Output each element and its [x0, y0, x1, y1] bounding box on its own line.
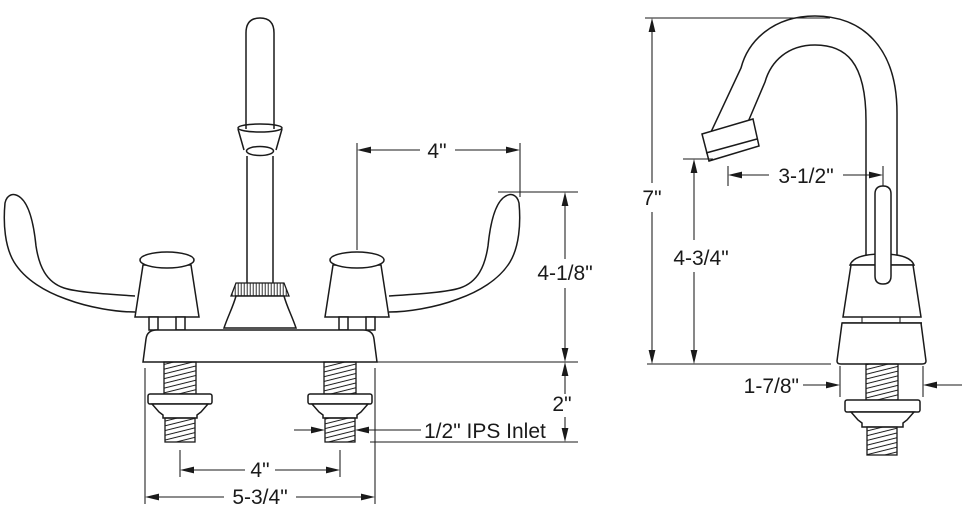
arrow-right	[326, 466, 340, 474]
spout-bell-base	[222, 295, 298, 329]
dim-label-spout-reach: 3-1/2"	[778, 165, 833, 188]
side-shank	[844, 363, 921, 456]
arrow-left	[180, 466, 194, 474]
shank-right-locknut	[307, 393, 373, 405]
aerator	[701, 118, 760, 162]
gooseneck-outer	[710, 15, 898, 263]
inlet-label: 1/2" IPS Inlet	[424, 420, 546, 443]
dim-outlet-height: 4-3/4"	[673, 158, 729, 364]
dim-label-shank-length: 2"	[552, 393, 571, 416]
body-upper	[842, 264, 922, 318]
handle-left-hub	[134, 264, 200, 318]
arrow-right	[311, 426, 325, 434]
gooseneck-inner	[747, 44, 867, 263]
side-shank-taper	[849, 411, 916, 428]
handle-right-wing	[388, 193, 521, 313]
handle-left	[3, 193, 200, 331]
aerator-rim	[705, 138, 758, 154]
shank-left-taper	[150, 403, 210, 419]
handle-left-foot	[148, 316, 159, 331]
arrow-up	[690, 159, 698, 173]
handle-right	[324, 193, 521, 331]
dim-handle-length: 4"	[356, 140, 521, 250]
body-base-cone	[836, 322, 927, 365]
dim-inlet-centers: 4"	[179, 450, 341, 482]
dim-shank-length: 2"	[552, 362, 572, 442]
dim-base-width: 5-3/4"	[144, 368, 376, 509]
shank-left-threads	[163, 361, 197, 395]
shank-left-locknut	[147, 393, 213, 405]
handle-left-wing	[3, 193, 136, 313]
dim-label-handle-length: 4"	[427, 140, 446, 163]
spout-collar-top	[237, 123, 283, 133]
arrow-down	[648, 350, 656, 364]
spout-collar-bottom	[245, 145, 275, 157]
spout-knurled-nut	[230, 282, 290, 297]
dim-label-inlet-centers: 4"	[250, 459, 269, 482]
shank-right	[307, 361, 373, 443]
lever-handle	[874, 185, 892, 285]
handle-right-foot	[338, 316, 349, 331]
arrow-left	[145, 493, 159, 501]
dim-label-height-above-deck: 4-1/8"	[537, 262, 592, 285]
spout-collar-sides	[237, 128, 283, 151]
arrow-right	[826, 381, 840, 389]
handle-left-cap	[139, 251, 195, 269]
dim-height-above-deck: 4-1/8"	[377, 191, 593, 363]
side-shank-threads	[865, 363, 899, 401]
arrow-right	[869, 171, 883, 179]
shank-right-taper	[310, 403, 370, 419]
dim-label-base-width: 5-3/4"	[232, 486, 287, 509]
dim-spout-reach: 3-1/2"	[727, 165, 884, 188]
arrow-left	[355, 426, 369, 434]
handle-right-foot	[365, 316, 376, 331]
dim-base-depth: 1-7/8"	[744, 366, 962, 398]
dimensions: 4" 4-1/8" 2" 1/2" IPS Inlet	[144, 17, 962, 509]
dim-label-outlet-height: 4-3/4"	[673, 247, 728, 270]
shank-left	[147, 361, 213, 443]
arrow-left	[923, 381, 937, 389]
side-shank-inlet	[866, 426, 898, 456]
arrow-right	[361, 493, 375, 501]
spout-upper-tube	[245, 17, 275, 129]
dim-overall-height: 7"	[642, 17, 830, 364]
handle-left-foot	[175, 316, 186, 331]
arrow-left	[357, 146, 371, 154]
dim-label-base-depth: 1-7/8"	[744, 375, 799, 398]
handle-right-cap	[329, 251, 385, 269]
shank-right-threads	[323, 361, 357, 395]
spout-lower-tube	[246, 156, 274, 283]
side-shank-locknut	[844, 399, 921, 413]
arrow-right	[506, 146, 520, 154]
arrow-down	[561, 428, 569, 442]
side-view	[647, 15, 927, 456]
arrow-down	[561, 348, 569, 362]
arrow-up	[561, 362, 569, 376]
arrow-down	[690, 350, 698, 364]
arrow-left	[728, 171, 742, 179]
dim-label-overall-height: 7"	[642, 187, 661, 210]
callout-ips-inlet: 1/2" IPS Inlet	[294, 420, 578, 443]
front-view	[3, 17, 521, 443]
spout-front	[222, 17, 298, 329]
shank-right-inlet	[324, 417, 356, 443]
deck-base	[142, 329, 378, 363]
shank-left-inlet	[164, 417, 196, 443]
handle-right-hub	[324, 264, 390, 318]
arrow-up	[648, 18, 656, 32]
arrow-up	[561, 192, 569, 206]
